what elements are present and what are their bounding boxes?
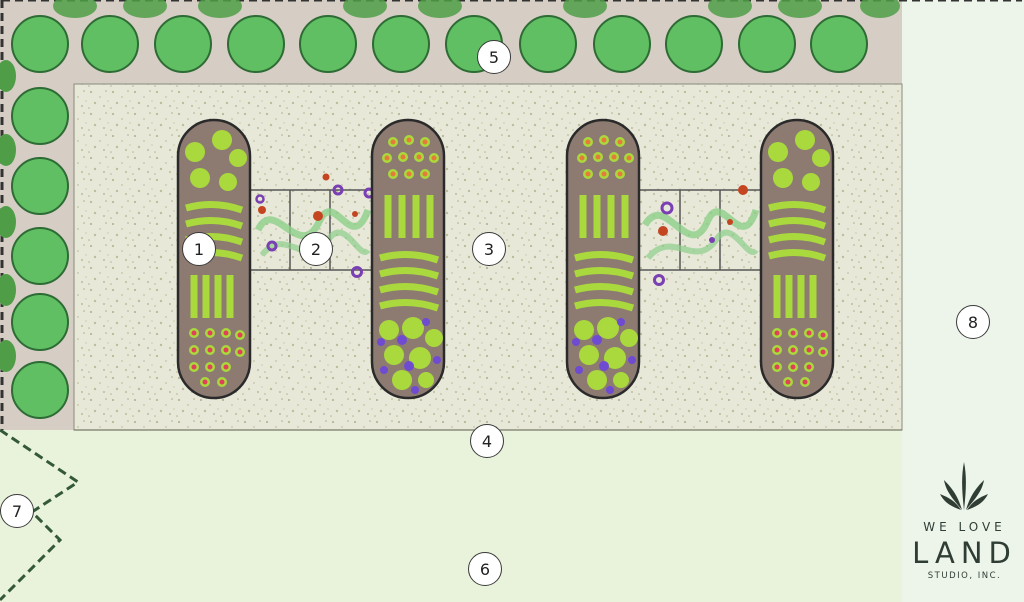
lawn-area [0, 430, 905, 602]
raised-bed-2 [370, 118, 446, 400]
marker-5: 5 [477, 40, 511, 74]
marker-3: 3 [472, 232, 506, 266]
hedge-left [0, 60, 69, 419]
marker-4: 4 [470, 424, 504, 458]
company-logo: WE LOVE LAND STUDIO, INC. [905, 458, 1024, 588]
hedge-top-background [53, 0, 900, 18]
raised-bed-3 [565, 118, 641, 400]
logo-text-studio: STUDIO, INC. [927, 571, 1002, 581]
raised-bed-4 [759, 118, 835, 400]
marker-2: 2 [299, 232, 333, 266]
logo-text-land: LAND [912, 536, 1017, 570]
logo-plant-icon [940, 462, 988, 510]
marker-1: 1 [182, 232, 216, 266]
hedge-top [11, 15, 868, 73]
logo-text-we-love: WE LOVE [923, 520, 1006, 534]
side-lawn-strip [902, 0, 1024, 602]
raised-bed-1 [176, 118, 252, 400]
marker-6: 6 [468, 552, 502, 586]
marker-8: 8 [956, 305, 990, 339]
marker-7: 7 [0, 494, 34, 528]
